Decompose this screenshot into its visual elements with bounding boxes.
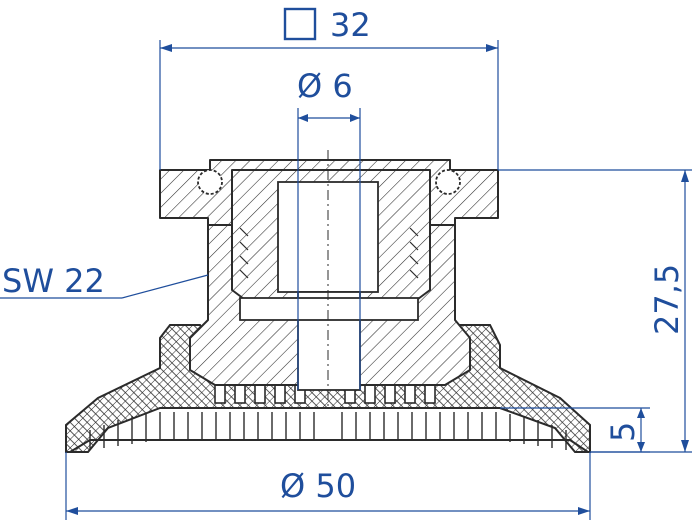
dimension-cup-50: Ø 50 (65, 452, 591, 520)
o-ring-right (435, 169, 461, 195)
total-height-label: 27,5 (648, 264, 686, 335)
lip-height-label: 5 (604, 422, 642, 442)
cup-arrow-right (578, 507, 590, 515)
skirt-bottom-edge (69, 439, 589, 453)
height-arrow-top (681, 170, 689, 182)
wrench-size-label: SW 22 (2, 262, 105, 300)
seat-ring (239, 297, 419, 321)
square-arrow-left (160, 44, 172, 52)
dimension-sw-22: SW 22 (0, 262, 209, 300)
cup-arrow-left (66, 507, 78, 515)
height-arrow-bottom (681, 440, 689, 452)
suction-cup-part (65, 150, 591, 453)
skirt-ribs (89, 412, 567, 450)
bore-arrow-right (350, 114, 360, 122)
square-width-label: 32 (330, 6, 371, 44)
dimension-height-27-5: 27,5 (498, 169, 692, 453)
lip-arrow-top (637, 408, 645, 418)
dimension-bore-6: Ø 6 (297, 67, 361, 390)
square-symbol (283, 7, 317, 41)
wrench-leader (121, 274, 209, 299)
square-arrow-right (486, 44, 498, 52)
o-ring-left (197, 169, 223, 195)
dimension-square-32: 32 (159, 6, 499, 170)
dimension-lip-5: 5 (500, 407, 650, 453)
cup-diameter-label: Ø 50 (280, 467, 356, 505)
bore-arrow-left (298, 114, 308, 122)
bore-diameter-label: Ø 6 (297, 67, 353, 105)
thread-lines (239, 227, 419, 279)
lip-arrow-bottom (637, 442, 645, 452)
